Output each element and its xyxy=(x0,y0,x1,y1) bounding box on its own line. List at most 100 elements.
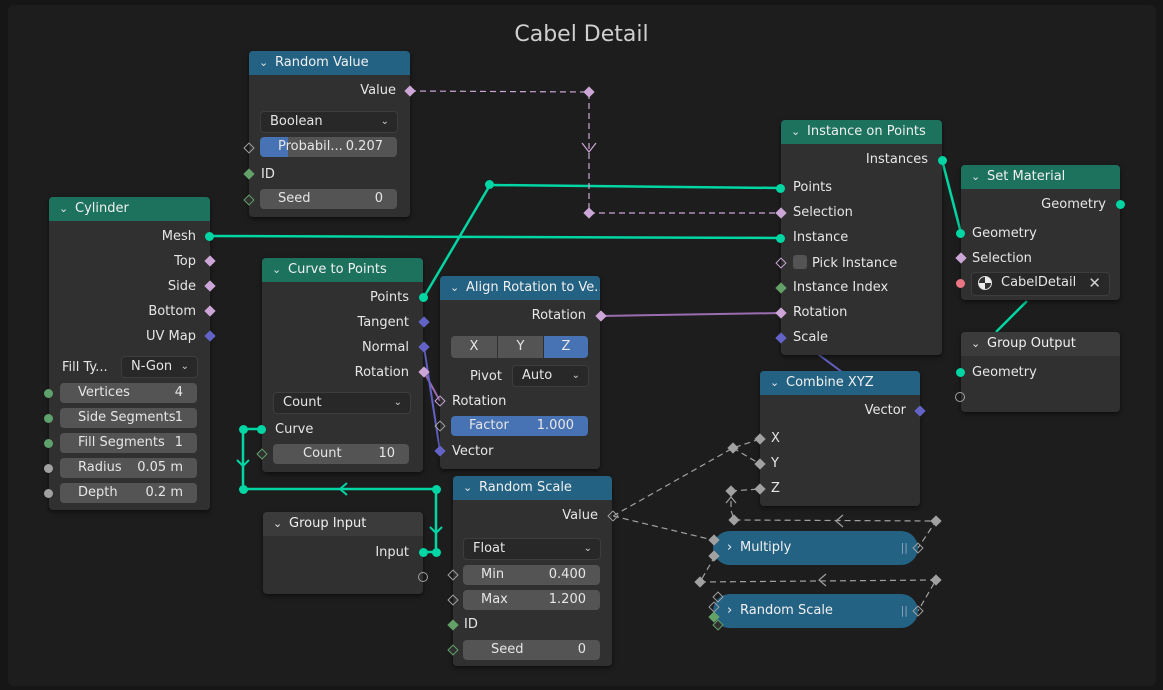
input-socket[interactable] xyxy=(955,392,965,402)
pick-instance-row[interactable]: Pick Instance xyxy=(793,255,897,271)
input-socket[interactable] xyxy=(956,229,965,238)
reroute-dot[interactable] xyxy=(239,425,248,434)
chevron-down-icon: ⌄ xyxy=(393,397,402,408)
output-socket[interactable] xyxy=(1116,200,1125,209)
input-socket[interactable] xyxy=(776,234,785,243)
grip-icon: || xyxy=(900,541,908,554)
output-vector: Vector xyxy=(864,403,906,418)
chevron-down-icon[interactable]: ⌄ xyxy=(273,517,283,530)
material-sphere-icon xyxy=(978,276,992,290)
group-output-node[interactable]: ⌄Group Output Geometry xyxy=(961,332,1120,412)
node-title: Set Material xyxy=(987,169,1066,184)
input-socket[interactable] xyxy=(776,184,785,193)
pivot-label: Pivot xyxy=(470,369,502,384)
chevron-down-icon[interactable]: ⌄ xyxy=(59,202,69,215)
input-curve-label: Curve xyxy=(275,422,314,437)
chevron-down-icon: ⌄ xyxy=(180,361,189,372)
combine-xyz-node[interactable]: ⌄Combine XYZ Vector X Y Z xyxy=(760,371,920,506)
output-socket[interactable] xyxy=(419,293,428,302)
input-vector-label: Vector xyxy=(452,444,494,459)
output-rotation: Rotation xyxy=(531,308,586,323)
set-material-node[interactable]: ⌄Set Material Geometry Geometry Selectio… xyxy=(961,165,1120,300)
pivot-dropdown[interactable]: Auto⌄ xyxy=(512,365,589,387)
input-socket[interactable] xyxy=(257,425,266,434)
multiply-group-node[interactable]: › Multiply || xyxy=(713,531,918,565)
chevron-down-icon[interactable]: ⌄ xyxy=(791,125,801,138)
axis-z-button[interactable]: Z xyxy=(544,336,588,358)
output-socket[interactable] xyxy=(419,548,428,557)
chevron-down-icon[interactable]: ⌄ xyxy=(971,170,981,183)
node-title: Cylinder xyxy=(75,201,129,216)
output-input: Input xyxy=(375,545,409,560)
group-input-node[interactable]: ⌄ Group Input Input xyxy=(263,512,423,594)
cylinder-node[interactable]: ⌄Cylinder Mesh Top Side Bottom UV Map Fi… xyxy=(49,197,210,510)
output-points: Points xyxy=(369,290,409,305)
close-icon[interactable]: ✕ xyxy=(1088,274,1101,292)
node-title: Instance on Points xyxy=(807,124,926,139)
chevron-down-icon[interactable]: ⌄ xyxy=(971,337,981,350)
chevron-down-icon[interactable]: ⌄ xyxy=(259,56,269,69)
output-socket[interactable] xyxy=(418,572,428,582)
data-type-dropdown[interactable]: Boolean⌄ xyxy=(260,111,398,133)
curve-to-points-node[interactable]: ⌄Curve to Points Points Tangent Normal R… xyxy=(262,258,423,472)
chevron-right-icon[interactable]: › xyxy=(727,540,733,555)
axis-y-button[interactable]: Y xyxy=(498,336,543,358)
output-rotation: Rotation xyxy=(354,365,409,380)
input-y: Y xyxy=(771,456,779,471)
input-selection: Selection xyxy=(972,251,1032,266)
input-socket[interactable] xyxy=(44,439,53,448)
node-title: Group Input xyxy=(289,516,367,531)
input-socket[interactable] xyxy=(44,489,53,498)
probability-slider[interactable]: Probabil... 0.207 xyxy=(260,137,397,157)
input-socket[interactable] xyxy=(44,464,53,473)
frame-title: Cabel Detail xyxy=(514,22,649,47)
input-z: Z xyxy=(771,481,780,496)
input-socket[interactable] xyxy=(956,279,965,288)
align-rotation-node[interactable]: ⌄Align Rotation to Ve... Rotation X Y Z … xyxy=(440,276,600,469)
instance-on-points-node[interactable]: ⌄Instance on Points Instances Points Sel… xyxy=(781,120,942,355)
pick-instance-checkbox[interactable] xyxy=(793,255,807,269)
random-value-node[interactable]: ⌄Random Value Value Boolean⌄ Probabil...… xyxy=(249,51,410,217)
input-socket[interactable] xyxy=(956,368,965,377)
chevron-down-icon[interactable]: ⌄ xyxy=(770,376,780,389)
chevron-down-icon[interactable]: ⌄ xyxy=(463,481,473,494)
mode-dropdown[interactable]: Count⌄ xyxy=(273,392,411,414)
random-scale-group-node[interactable]: › Random Scale || xyxy=(713,594,918,628)
fill-type-dropdown[interactable]: N-Gon⌄ xyxy=(121,356,198,378)
node-title: Combine XYZ xyxy=(786,375,874,390)
reroute-dot[interactable] xyxy=(432,485,441,494)
chevron-right-icon[interactable]: › xyxy=(727,603,733,618)
material-selector[interactable]: CabelDetail ✕ xyxy=(971,272,1110,296)
input-points: Points xyxy=(793,180,833,195)
axis-x-button[interactable]: X xyxy=(451,336,497,358)
node-title: Random Value xyxy=(275,55,369,70)
chevron-down-icon[interactable]: ⌄ xyxy=(450,281,460,294)
node-title: Align Rotation to Ve... xyxy=(466,280,600,295)
reroute-dot[interactable] xyxy=(485,180,494,189)
input-socket[interactable] xyxy=(44,389,53,398)
chevron-down-icon[interactable]: ⌄ xyxy=(272,263,282,276)
output-socket[interactable] xyxy=(938,156,947,165)
reroute-dot[interactable] xyxy=(239,485,248,494)
output-tangent: Tangent xyxy=(357,315,409,330)
input-socket[interactable] xyxy=(44,414,53,423)
input-rotation: Rotation xyxy=(793,305,848,320)
output-socket[interactable] xyxy=(205,232,214,241)
input-instance-index: Instance Index xyxy=(793,280,889,295)
data-type-dropdown[interactable]: Float⌄ xyxy=(463,538,601,560)
reroute-dot[interactable] xyxy=(432,548,441,557)
output-geometry: Geometry xyxy=(1041,197,1106,212)
chevron-down-icon: ⌄ xyxy=(571,370,580,381)
